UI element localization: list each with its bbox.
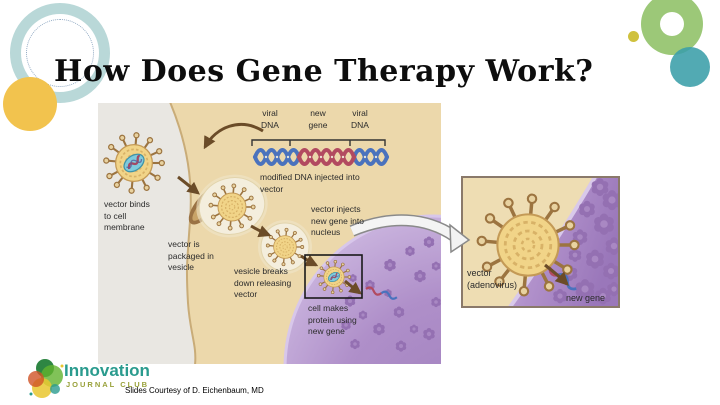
- cell-membrane: [169, 103, 197, 364]
- cell-panel: [98, 103, 441, 364]
- magnifier-ribbon-arrow: [349, 214, 471, 254]
- new-gene-dna: [365, 286, 398, 300]
- label-new-gene: new gene: [308, 108, 328, 130]
- logo-title: Innovation: [64, 361, 150, 380]
- page-title: How Does Gene Therapy Work?: [54, 54, 594, 90]
- yellow-circle-ornament: [3, 77, 57, 131]
- diagram-artwork: [98, 103, 620, 364]
- label-vector-binds: vector binds to cell membrane: [104, 199, 150, 232]
- label-vector-packaged: vector is packaged in vesicle: [168, 239, 214, 272]
- logo-subtitle: JOURNAL CLUB: [66, 380, 150, 389]
- gene-therapy-diagram: viral DNA new gene viral DNA modified DN…: [98, 103, 620, 364]
- step-arrows: [177, 122, 363, 295]
- modified-dna-helix: [253, 148, 389, 166]
- label-cell-makes-protein: cell makes protein using new gene: [308, 303, 357, 336]
- label-inset-new-gene: new gene: [566, 293, 606, 303]
- small-yellow-dot-ornament: [628, 31, 639, 42]
- label-viral-dna-left: viral DNA: [261, 108, 279, 130]
- label-viral-dna-right: viral DNA: [351, 108, 369, 130]
- label-modified-dna: modified DNA injected into vector: [260, 172, 360, 194]
- dna-bracket: [251, 139, 386, 146]
- green-donut-ornament: [641, 0, 703, 55]
- label-vector-injects: vector injects new gene into nucleus: [311, 204, 364, 237]
- label-vesicle-breaks: vesicle breaks down releasing vector: [234, 266, 292, 299]
- teal-circle-ornament: [670, 47, 710, 87]
- credit-line: Slides Courtesy of D. Eichenbaum, MD: [125, 386, 264, 395]
- label-inset-vector: vector (adenovirus): [467, 268, 518, 290]
- inset-arrow: [544, 263, 569, 286]
- magnified-region-box: [304, 254, 363, 299]
- nucleus: [283, 214, 441, 364]
- innovation-logo-icon: [28, 359, 64, 398]
- inset-panel: [461, 175, 620, 309]
